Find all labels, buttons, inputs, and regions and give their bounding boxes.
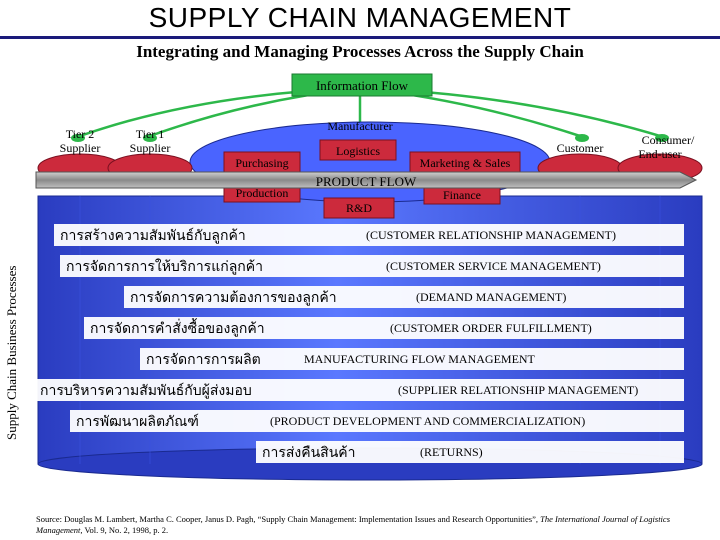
source-prefix: Source: Douglas M. Lambert, Martha C. Co… bbox=[36, 514, 541, 524]
process-row-box bbox=[34, 379, 684, 401]
source-citation: Source: Douglas M. Lambert, Martha C. Co… bbox=[36, 514, 716, 536]
finance-label: Finance bbox=[443, 188, 481, 202]
process-thai-label: การจัดการความต้องการของลูกค้า bbox=[130, 290, 337, 306]
product-flow-band bbox=[35, 171, 698, 189]
process-thai-label: การสร้างความสัมพันธ์กับลูกค้า bbox=[60, 227, 246, 244]
process-english-label: (PRODUCT DEVELOPMENT AND COMMERCIALIZATI… bbox=[270, 414, 585, 428]
process-english-label: MANUFACTURING FLOW MANAGEMENT bbox=[304, 352, 536, 366]
tier1-label-2: Supplier bbox=[130, 141, 171, 155]
process-row: การจัดการความต้องการของลูกค้า (DEMAND MAN… bbox=[124, 286, 684, 308]
information-flow-box bbox=[291, 73, 433, 97]
product-flow-label: PRODUCT FLOW bbox=[316, 174, 417, 189]
process-english-label: (DEMAND MANAGEMENT) bbox=[416, 290, 566, 304]
source-suffix: , Vol. 9, No. 2, 1998, p. 2. bbox=[80, 525, 169, 535]
source-journal: The International Journal of Logistics M… bbox=[36, 514, 671, 535]
logistics-box bbox=[319, 139, 397, 161]
info-arc-end-tier2 bbox=[71, 134, 85, 142]
tier2-label-2: Supplier bbox=[60, 141, 101, 155]
process-thai-label: การบริหารความสัมพันธ์กับผู้ส่งมอบ bbox=[40, 382, 252, 399]
info-arc-end-tier1 bbox=[143, 134, 157, 142]
process-thai-label: การจัดการคำสั่งซื้อของลูกค้า bbox=[90, 318, 265, 337]
process-row: การจัดการการผลิต MANUFACTURING FLOW MANAG… bbox=[140, 348, 684, 370]
info-arc-end-customer bbox=[575, 134, 589, 142]
info-arc-end-consumer bbox=[655, 134, 669, 142]
rnd-label: R&D bbox=[346, 201, 372, 215]
logistics-label: Logistics bbox=[336, 144, 380, 158]
purchasing-label: Purchasing bbox=[235, 156, 288, 170]
process-row-box bbox=[60, 255, 684, 277]
rnd-box bbox=[323, 197, 395, 219]
process-row-box bbox=[54, 224, 684, 246]
process-thai-label: การจัดการการผลิต bbox=[146, 352, 261, 368]
process-row: การจัดการคำสั่งซื้อของลูกค้า (CUSTOMER OR… bbox=[84, 317, 684, 339]
process-english-label: (CUSTOMER RELATIONSHIP MANAGEMENT) bbox=[366, 228, 616, 242]
information-flow-label: Information Flow bbox=[316, 78, 409, 93]
side-label: Supply Chain Business Processes bbox=[4, 265, 19, 440]
manufacturer-label: Manufacturer bbox=[327, 119, 392, 133]
title-divider bbox=[0, 36, 720, 39]
process-english-label: (SUPPLIER RELATIONSHIP MANAGEMENT) bbox=[398, 383, 638, 397]
process-thai-label: การจัดการการให้บริการแก่ลูกค้า bbox=[66, 258, 263, 275]
production-label: Production bbox=[236, 186, 289, 200]
marketing-label: Marketing & Sales bbox=[420, 156, 511, 170]
process-row: การสร้างความสัมพันธ์กับลูกค้า (CUSTOMER R… bbox=[54, 224, 684, 246]
process-row-box bbox=[84, 317, 684, 339]
process-thai-label: การส่งคืนสินค้า bbox=[262, 445, 356, 461]
process-row: การส่งคืนสินค้า (RETURNS) bbox=[256, 441, 684, 463]
process-row-box bbox=[140, 348, 684, 370]
tier2-label-1: Tier 2 bbox=[66, 127, 95, 141]
process-row-box bbox=[70, 410, 684, 432]
consumer-label-1: Consumer/ bbox=[642, 133, 695, 147]
process-row: การพัฒนาผลิตภัณฑ์ (PRODUCT DEVELOPMENT AN… bbox=[70, 410, 684, 432]
process-row-box bbox=[256, 441, 684, 463]
process-thai-label: การพัฒนาผลิตภัณฑ์ bbox=[76, 413, 199, 430]
process-english-label: (RETURNS) bbox=[420, 445, 483, 459]
process-row: การจัดการการให้บริการแก่ลูกค้า (CUSTOMER … bbox=[60, 255, 684, 277]
tier1-label-1: Tier 1 bbox=[136, 127, 165, 141]
page-title: SUPPLY CHAIN MANAGEMENT bbox=[148, 2, 572, 33]
process-row-box bbox=[124, 286, 684, 308]
process-english-label: (CUSTOMER ORDER FULFILLMENT) bbox=[390, 321, 592, 335]
consumer-label-2: End-user bbox=[638, 147, 681, 161]
process-row: การบริหารความสัมพันธ์กับผู้ส่งมอบ (SUPPLI… bbox=[34, 379, 684, 401]
page-subtitle: Integrating and Managing Processes Acros… bbox=[136, 42, 584, 61]
function-boxes bbox=[223, 139, 521, 219]
supply-chain-diagram: Information Flow Tier 2 Supplier Ti bbox=[34, 73, 703, 481]
process-rows: การสร้างความสัมพันธ์กับลูกค้า (CUSTOMER R… bbox=[34, 224, 684, 463]
process-english-label: (CUSTOMER SERVICE MANAGEMENT) bbox=[386, 259, 601, 273]
customer-label: Customer bbox=[557, 141, 604, 155]
